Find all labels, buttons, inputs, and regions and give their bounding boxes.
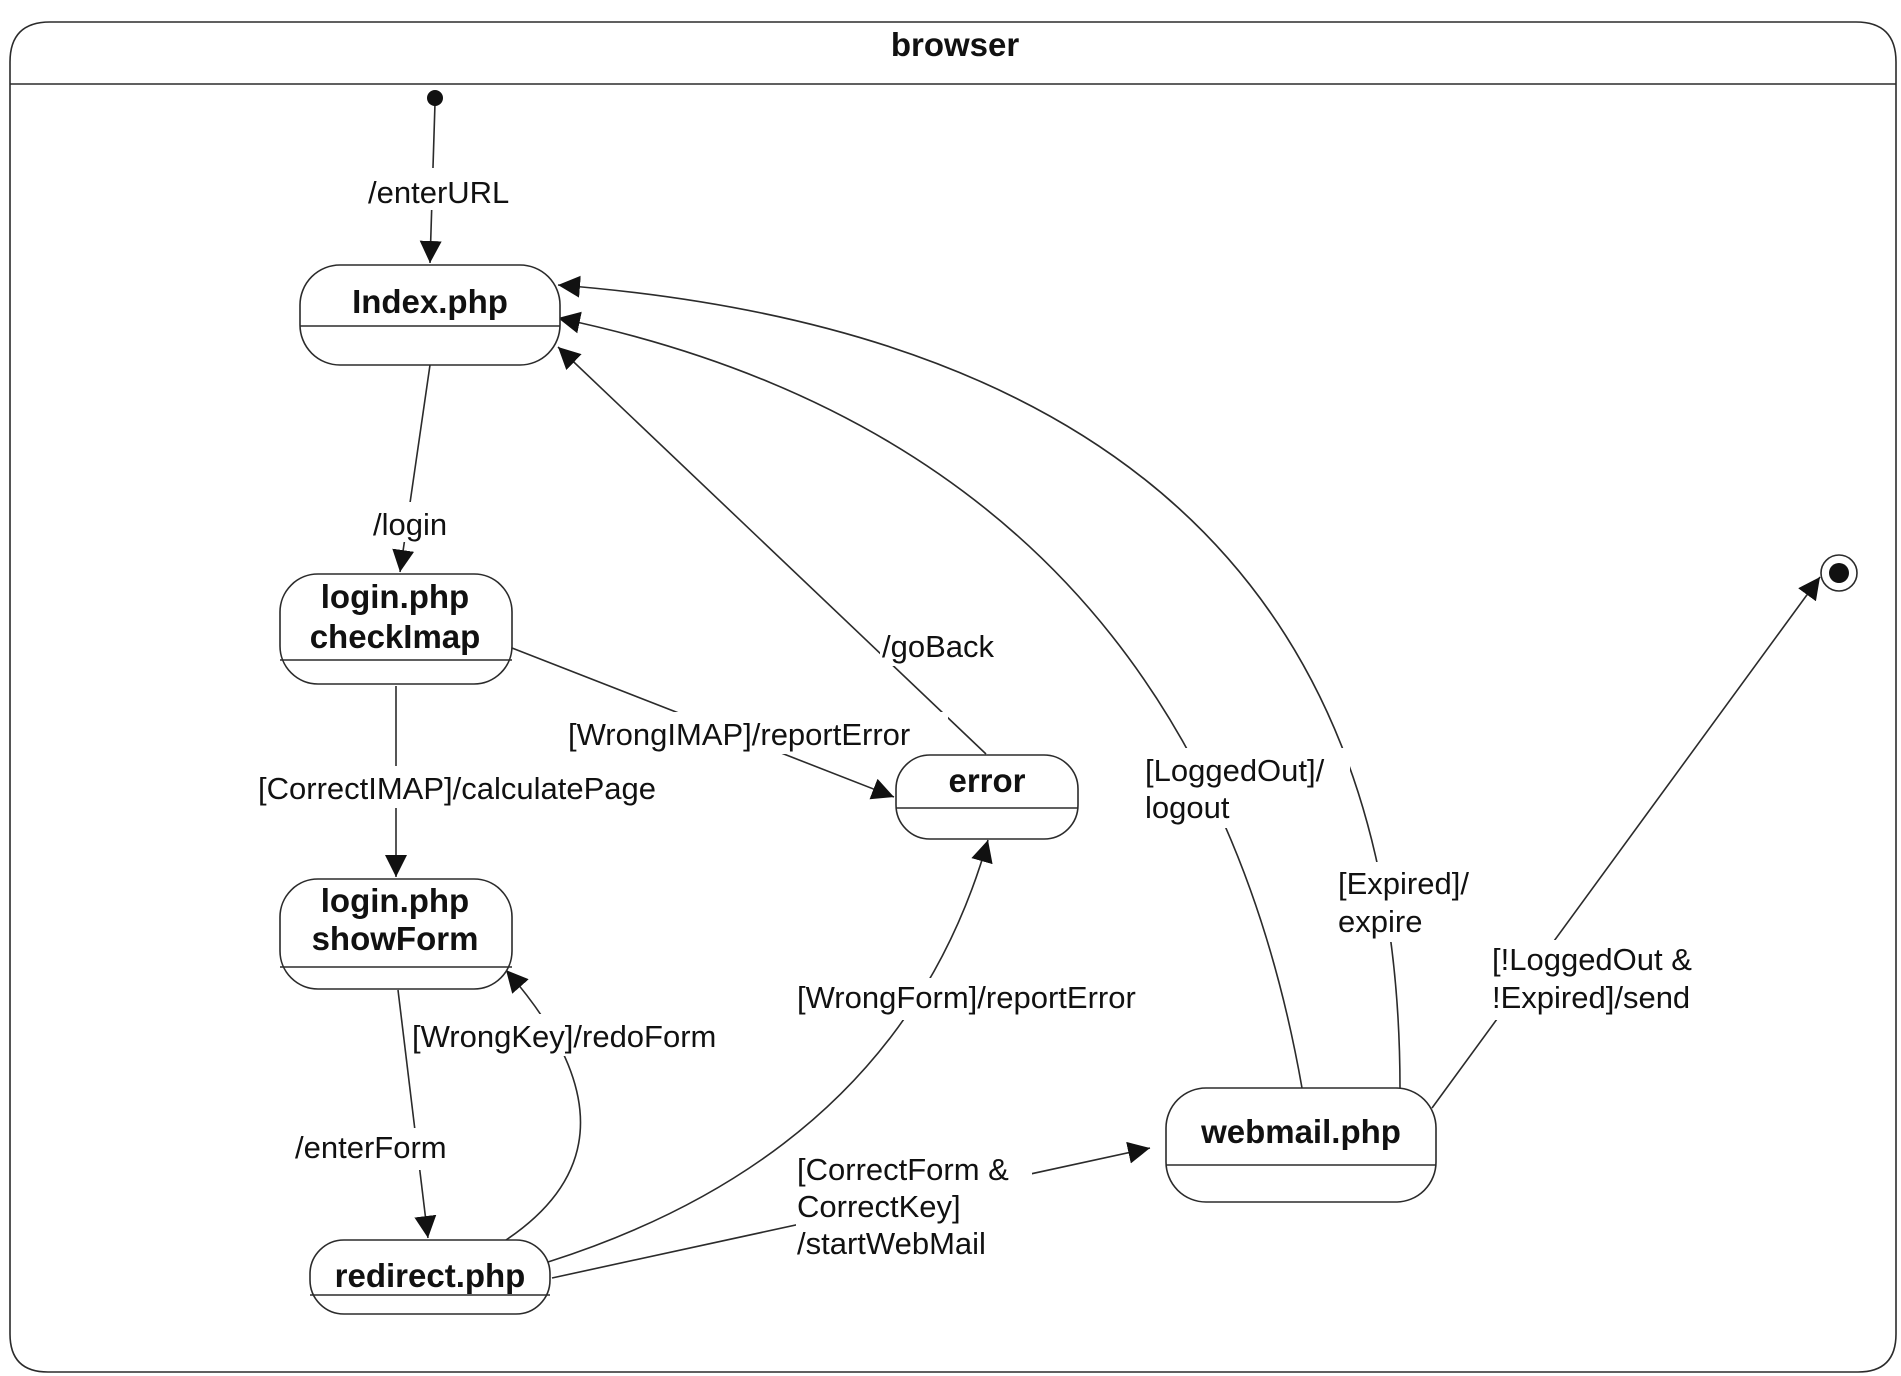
label-expired-line1: [Expired]/ xyxy=(1338,866,1469,901)
label-enter-url: /enterURL xyxy=(368,175,509,210)
state-login-form-name-2: showForm xyxy=(312,920,479,957)
edge-enter-form xyxy=(397,989,437,1239)
label-go-back: /goBack xyxy=(882,629,995,664)
label-wrong-key: [WrongKey]/redoForm xyxy=(412,1019,716,1054)
state-error[interactable]: error xyxy=(895,754,1079,840)
edge-wrong-key xyxy=(505,969,582,1241)
container-title: browser xyxy=(891,26,1020,63)
label-send-line1: [!LoggedOut & xyxy=(1492,942,1692,977)
state-login-check-name-1: login.php xyxy=(321,578,469,615)
state-login-form[interactable]: login.php showForm xyxy=(279,878,513,990)
edge-logged-out xyxy=(557,311,1303,1089)
edge-wrong-form xyxy=(547,839,993,1263)
state-webmail[interactable]: webmail.php xyxy=(1165,1087,1437,1203)
initial-state xyxy=(427,90,443,106)
state-login-check[interactable]: login.php checkImap xyxy=(279,573,513,685)
label-send-line2: !Expired]/send xyxy=(1492,980,1690,1015)
label-logged-out-line1: [LoggedOut]/ xyxy=(1145,753,1325,788)
state-index-name: Index.php xyxy=(352,283,508,320)
state-login-form-name-1: login.php xyxy=(321,882,469,919)
state-login-check-name-2: checkImap xyxy=(310,618,481,655)
label-correct-form-line1: [CorrectForm & xyxy=(797,1152,1009,1187)
state-redirect[interactable]: redirect.php xyxy=(309,1239,551,1315)
label-correct-form-line2: CorrectKey] xyxy=(797,1189,961,1224)
edge-go-back xyxy=(557,346,987,755)
label-correct-form-line3: /startWebMail xyxy=(797,1226,986,1261)
label-login: /login xyxy=(373,507,447,542)
label-wrong-imap: [WrongIMAP]/reportError xyxy=(568,717,910,752)
label-enter-form: /enterForm xyxy=(295,1130,447,1165)
label-expired-line2: expire xyxy=(1338,904,1422,939)
label-correct-imap: [CorrectIMAP]/calculatePage xyxy=(258,771,656,806)
state-index[interactable]: Index.php xyxy=(299,264,561,366)
state-redirect-name: redirect.php xyxy=(335,1257,526,1294)
state-webmail-name: webmail.php xyxy=(1200,1113,1401,1150)
final-state xyxy=(1820,554,1858,592)
label-logged-out-line2: logout xyxy=(1145,790,1230,825)
label-wrong-form: [WrongForm]/reportError xyxy=(797,980,1136,1015)
state-error-name: error xyxy=(948,762,1025,799)
